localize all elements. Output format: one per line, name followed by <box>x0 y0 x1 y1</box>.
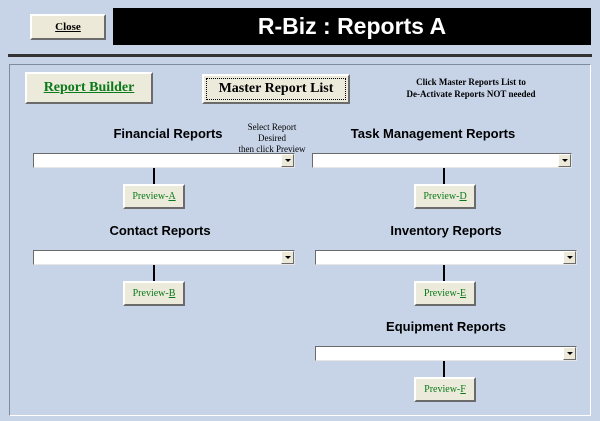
select-note-line1: Select Report Desired <box>247 122 297 143</box>
preview-d-prefix: Preview- <box>423 191 460 202</box>
contact-reports-dropdown[interactable] <box>33 250 295 265</box>
equipment-reports-dropdown[interactable] <box>315 346 577 361</box>
preview-f-prefix: Preview- <box>424 384 461 395</box>
preview-a-prefix: Preview- <box>132 191 169 202</box>
contact-connector <box>153 265 155 281</box>
master-note-line1: Click Master Reports List to <box>416 77 526 87</box>
report-builder-button[interactable]: Report Builder <box>25 72 153 104</box>
master-note-line2: De-Activate Reports NOT needed <box>406 89 536 99</box>
chevron-down-icon[interactable] <box>563 347 576 360</box>
task-management-reports-label: Task Management Reports <box>350 126 516 141</box>
close-button[interactable]: Close <box>30 14 106 40</box>
preview-b-prefix: Preview- <box>132 288 169 299</box>
preview-f-button[interactable]: Preview-F <box>414 377 476 402</box>
select-report-instructions: Select Report Desired then click Preview <box>236 122 308 155</box>
task-connector <box>443 168 445 184</box>
financial-reports-label: Financial Reports <box>113 126 223 141</box>
preview-e-prefix: Preview- <box>423 288 460 299</box>
financial-reports-dropdown[interactable] <box>33 153 295 168</box>
preview-a-key: A <box>168 191 176 202</box>
chevron-down-icon[interactable] <box>558 154 571 167</box>
contact-reports-label: Contact Reports <box>109 223 211 238</box>
financial-connector <box>153 168 155 184</box>
equipment-reports-label: Equipment Reports <box>386 319 506 334</box>
select-note-line2: then click Preview <box>238 144 306 154</box>
inventory-reports-dropdown[interactable] <box>315 250 577 265</box>
preview-e-button[interactable]: Preview-E <box>414 281 476 306</box>
preview-b-key: B <box>168 288 176 299</box>
master-list-instructions: Click Master Reports List to De-Activate… <box>378 76 564 100</box>
preview-a-button[interactable]: Preview-A <box>123 184 185 209</box>
page-title: R-Biz : Reports A <box>113 8 591 45</box>
preview-d-button[interactable]: Preview-D <box>414 184 476 209</box>
inventory-connector <box>443 265 445 281</box>
master-report-list-label: Master Report List <box>218 81 334 96</box>
chevron-down-icon[interactable] <box>563 251 576 264</box>
title-divider <box>8 54 592 57</box>
master-report-list-button[interactable]: Master Report List <box>202 74 350 104</box>
preview-b-button[interactable]: Preview-B <box>123 281 185 306</box>
preview-e-key: E <box>460 288 467 299</box>
chevron-down-icon[interactable] <box>281 154 294 167</box>
inventory-reports-label: Inventory Reports <box>390 223 502 238</box>
equipment-connector <box>443 361 445 377</box>
task-management-reports-dropdown[interactable] <box>312 153 572 168</box>
preview-d-key: D <box>459 191 467 202</box>
preview-f-key: F <box>460 384 466 395</box>
main-panel <box>9 64 591 416</box>
chevron-down-icon[interactable] <box>281 251 294 264</box>
